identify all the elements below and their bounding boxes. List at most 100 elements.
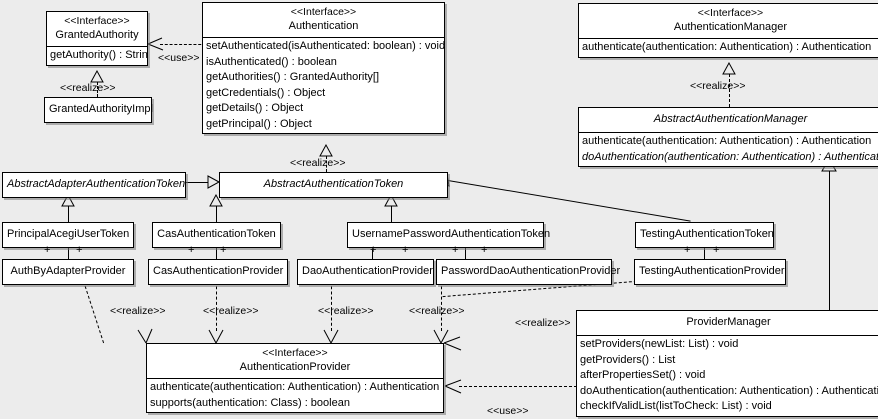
generalization-castoken	[216, 206, 217, 222]
label-use-authentication-grantedauthority: <<use>>	[158, 52, 200, 64]
class-name: PasswordDaoAuthenticationProvider	[441, 265, 621, 277]
class-members: getAuthority() : String	[47, 46, 147, 65]
realization-abstractauthenticationmanager	[729, 74, 730, 107]
association-plus-marker: +	[481, 244, 488, 256]
class-name: ProviderManager	[686, 316, 771, 328]
class-testing-authentication-token[interactable]: TestingAuthenticationToken	[635, 222, 774, 248]
class-member: afterPropertiesSet() : void	[580, 369, 706, 381]
class-header: AbstractAuthenticationToken	[220, 173, 447, 197]
label-realize-passworddaoprovider: <<realize>>	[409, 305, 465, 317]
class-member: getAuthority() : String	[50, 49, 147, 61]
dependency-authentication-grantedauthority	[160, 44, 206, 45]
association-plus-marker: +	[220, 244, 227, 256]
association-plus-marker: +	[402, 244, 409, 256]
class-member: setProviders(newList: List) : void	[580, 338, 739, 350]
label-realize-testingprovider: <<realize>>	[515, 317, 571, 329]
realization-casprovider	[216, 281, 217, 331]
generalization-adaptertoken-to-abstracttoken	[186, 182, 208, 183]
stereotype-label: <<Interface>>	[262, 347, 328, 359]
association-plus-marker: +	[684, 244, 691, 256]
class-header: <<Interface>> Authentication	[203, 3, 444, 37]
association-plus-marker: +	[188, 244, 195, 256]
realization-passworddaoprovider	[441, 281, 442, 331]
class-name: AuthenticationProvider	[239, 361, 351, 373]
stereotype-label: <<Interface>>	[290, 6, 357, 18]
label-realize-casprovider: <<realize>>	[203, 305, 259, 317]
generalization-principalacegitoken	[68, 206, 69, 222]
label-use-providermanager: <<use>>	[487, 405, 529, 417]
class-header: CasAuthenticationProvider	[149, 260, 287, 284]
class-auth-by-adapter-provider[interactable]: AuthByAdapterProvider	[2, 259, 134, 285]
class-testing-authentication-provider[interactable]: TestingAuthenticationProvider	[634, 259, 786, 285]
class-header: AuthByAdapterProvider	[3, 260, 133, 284]
class-name: DaoAuthenticationProvider	[302, 265, 433, 277]
class-abstract-authentication-manager[interactable]: AbstractAuthenticationManager authentica…	[578, 107, 878, 167]
class-authentication-provider[interactable]: <<Interface>> AuthenticationProvider aut…	[146, 343, 444, 413]
class-member: authenticate(authentication: Authenticat…	[582, 41, 872, 53]
class-principal-acegi-user-token[interactable]: PrincipalAcegiUserToken	[2, 222, 134, 248]
class-name: AbstractAdapterAuthenticationToken	[7, 178, 186, 190]
class-name: AbstractAuthenticationManager	[653, 113, 808, 125]
class-abstract-authentication-token[interactable]: AbstractAuthenticationToken	[219, 172, 448, 198]
association-usernamepasswordtoken-passworddaoprovider	[465, 244, 466, 259]
realization-abstractauthenticationtoken	[326, 156, 327, 172]
class-header: PasswordDaoAuthenticationProvider	[437, 260, 621, 284]
class-header: GrantedAuthorityImpl	[45, 98, 153, 122]
class-member: supports(authentication: Class) : boolea…	[150, 396, 350, 409]
class-authentication-manager[interactable]: <<Interface>> AuthenticationManager auth…	[578, 3, 878, 58]
class-name: GrantedAuthorityImpl	[49, 103, 153, 115]
class-cas-authentication-token[interactable]: CasAuthenticationToken	[152, 222, 281, 248]
class-granted-authority-impl[interactable]: GrantedAuthorityImpl	[44, 97, 153, 123]
class-header: CasAuthenticationToken	[153, 223, 280, 247]
class-header: TestingAuthenticationProvider	[635, 260, 785, 284]
class-members: setAuthenticated(isAuthenticated: boolea…	[203, 37, 444, 133]
association-usernamepasswordtoken-daoprovider	[372, 244, 373, 259]
class-name: AuthByAdapterProvider	[10, 265, 126, 277]
association-plus-marker: +	[713, 244, 720, 256]
label-realize-authbyadapterprovider: <<realize>>	[110, 305, 166, 317]
realization-grantedauthorityimpl	[97, 82, 98, 97]
class-header: UsernamePasswordAuthenticationToken	[348, 223, 551, 247]
class-header: TestingAuthenticationToken	[636, 223, 774, 247]
class-member: getAuthorities() : GrantedAuthority[]	[206, 71, 380, 83]
class-name: AbstractAuthenticationToken	[263, 178, 404, 190]
class-member: getCredentials() : Object	[206, 86, 326, 99]
label-realize-abstractauthenticationmanager: <<realize>>	[690, 80, 746, 92]
class-members: authenticate(authentication: Authenticat…	[147, 378, 443, 412]
class-header: AbstractAdapterAuthenticationToken	[3, 173, 185, 197]
class-password-dao-authentication-provider[interactable]: PasswordDaoAuthenticationProvider	[436, 259, 621, 285]
label-realize-grantedauthorityimpl: <<realize>>	[60, 82, 116, 94]
stereotype-label: <<Interface>>	[697, 7, 764, 19]
class-header: <<Interface>> AuthenticationProvider	[147, 344, 443, 378]
class-dao-authentication-provider[interactable]: DaoAuthenticationProvider	[297, 259, 434, 285]
class-username-password-authentication-token[interactable]: UsernamePasswordAuthenticationToken	[347, 222, 551, 248]
label-realize-daoprovider: <<realize>>	[318, 305, 374, 317]
label-realize-abstractauthenticationtoken: <<realize>>	[290, 157, 346, 169]
class-provider-manager[interactable]: ProviderManager setProviders(newList: Li…	[576, 310, 878, 417]
class-name: CasAuthenticationProvider	[153, 265, 284, 277]
class-header: ProviderManager	[577, 311, 878, 335]
class-abstract-adapter-authentication-token[interactable]: AbstractAdapterAuthenticationToken	[2, 172, 186, 198]
class-member: doAuthentication(authentication: Authent…	[580, 384, 878, 397]
class-authentication[interactable]: <<Interface>> Authentication setAuthenti…	[202, 2, 445, 134]
class-name: UsernamePasswordAuthenticationToken	[352, 228, 551, 240]
association-testingtoken-testingprovider	[704, 244, 705, 259]
class-granted-authority[interactable]: <<Interface>> GrantedAuthority getAuthor…	[46, 11, 148, 66]
class-header: PrincipalAcegiUserToken	[3, 223, 133, 247]
class-member: isAuthenticated() : boolean	[206, 55, 337, 68]
class-member: checkIfValidList(listToCheck: List) : vo…	[580, 400, 772, 412]
dependency-providermanager-authenticationprovider	[459, 386, 577, 387]
class-header: DaoAuthenticationProvider	[298, 260, 433, 284]
class-header: AbstractAuthenticationManager	[579, 108, 878, 132]
association-plus-marker: +	[452, 244, 459, 256]
class-member: getPrincipal() : Object	[206, 117, 312, 130]
association-plus-marker: +	[370, 244, 377, 256]
stereotype-label: <<Interface>>	[64, 15, 130, 27]
class-members: authenticate(authentication: Authenticat…	[579, 38, 878, 57]
class-member: getDetails() : Object	[206, 102, 304, 114]
class-name: TestingAuthenticationToken	[640, 228, 774, 240]
class-member: setAuthenticated(isAuthenticated: boolea…	[206, 40, 444, 52]
class-cas-authentication-provider[interactable]: CasAuthenticationProvider	[148, 259, 288, 285]
association-plus-marker: +	[76, 244, 83, 256]
class-member: authenticate(authentication: Authenticat…	[582, 135, 872, 147]
